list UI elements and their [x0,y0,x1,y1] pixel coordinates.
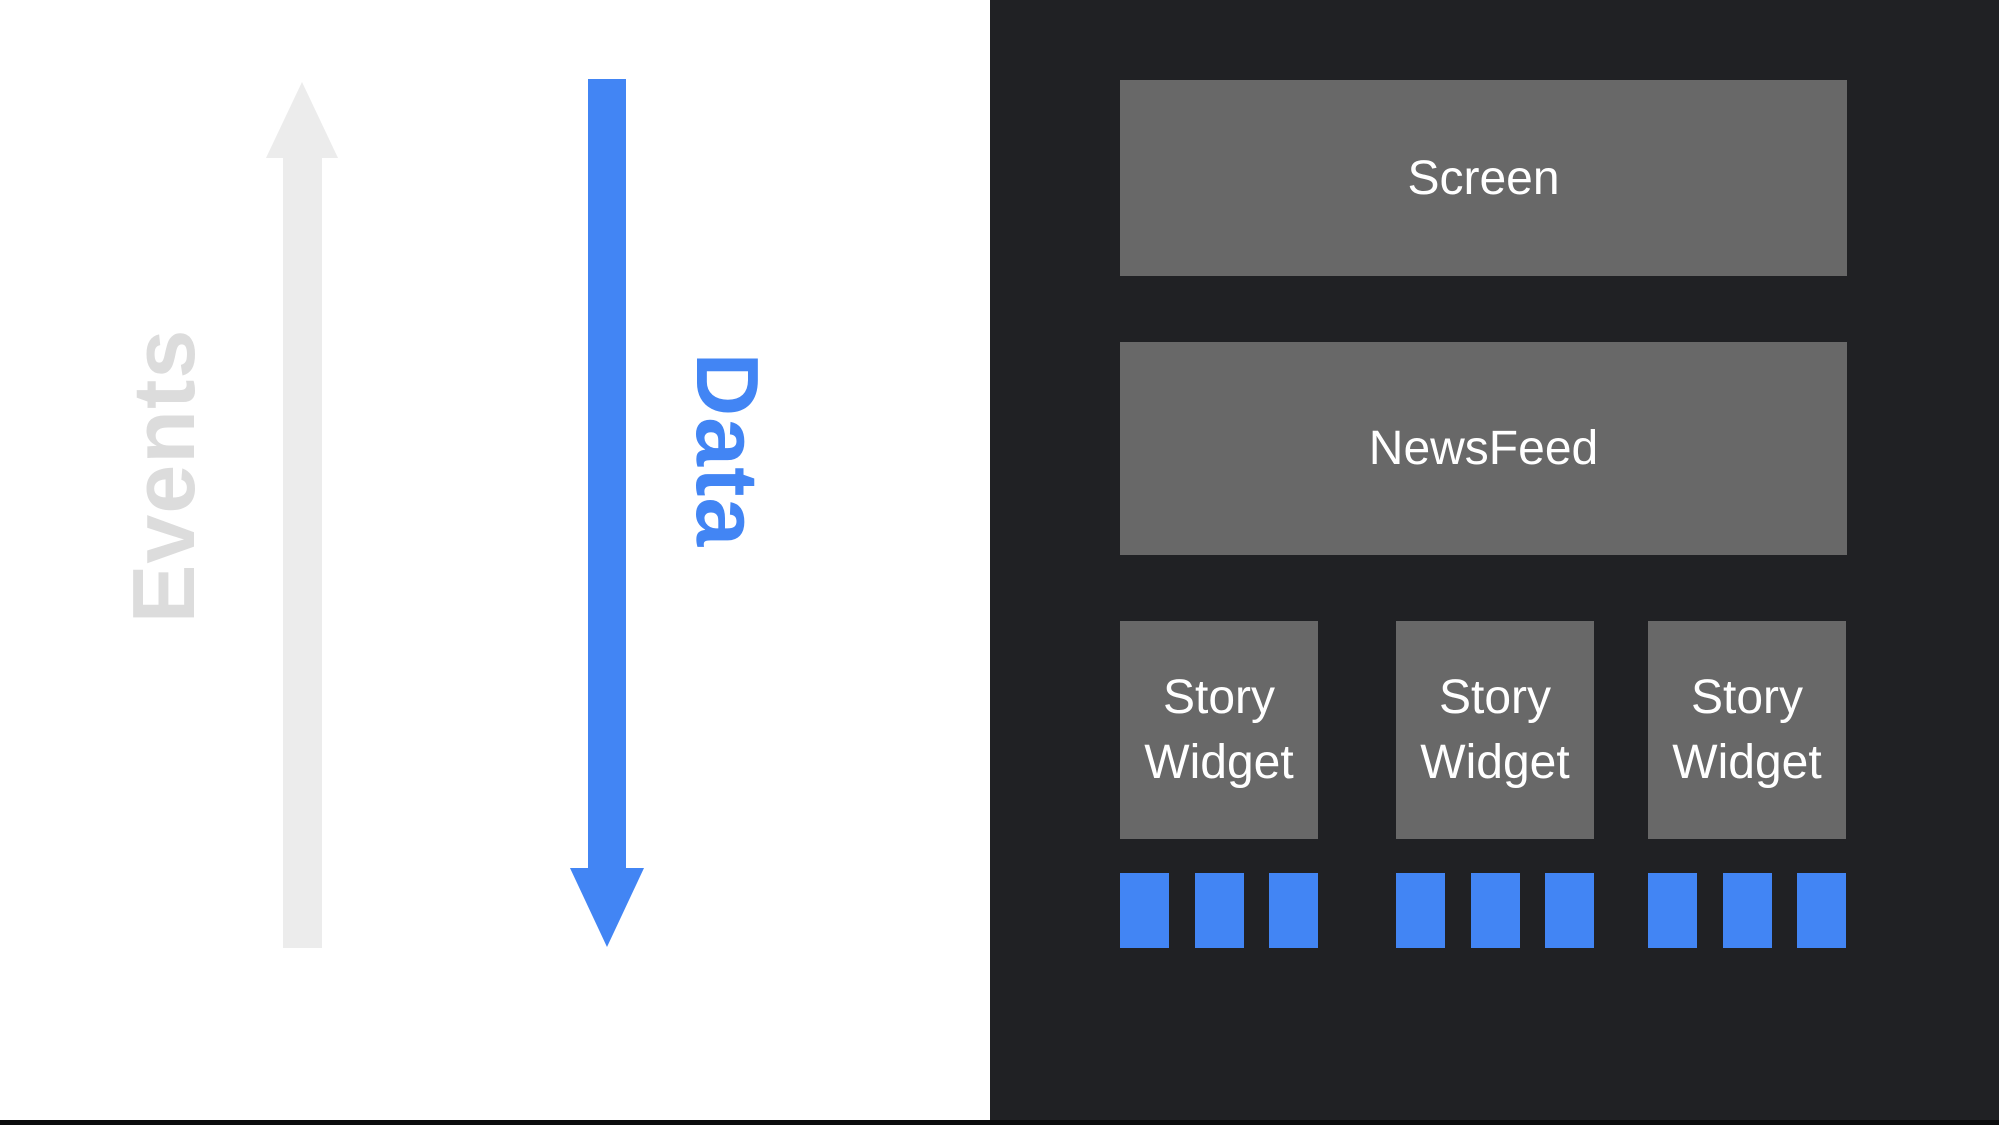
screen-box-label: Screen [1407,151,1560,205]
arrow-down-head-icon [570,868,644,947]
story-widget-box: Story Widget [1648,621,1846,839]
arrow-down-shaft [588,79,626,870]
story-widget-box: Story Widget [1120,621,1318,839]
story-item-block [1648,873,1697,948]
data-label: Data [678,352,777,548]
story-item-block [1396,873,1445,948]
story-item-block [1120,873,1169,948]
story-widget-box: Story Widget [1396,621,1594,839]
story-widget-label: Story Widget [1672,671,1822,789]
story-item-row [1648,873,1846,948]
story-item-block [1269,873,1318,948]
story-item-block [1797,873,1846,948]
story-item-row [1120,873,1318,948]
newsfeed-box: NewsFeed [1120,342,1847,555]
story-item-block [1722,873,1772,948]
events-label: Events [114,328,213,624]
story-widget-label: Story Widget [1144,671,1294,789]
newsfeed-box-label: NewsFeed [1368,422,1599,475]
events-up-arrow [266,82,339,948]
story-item-row [1396,873,1594,948]
story-item-block [1545,873,1594,948]
arrow-up-head-icon [266,82,338,158]
slide-bottom-edge [0,1120,1999,1125]
story-widget-label: Story Widget [1420,671,1570,789]
screen-box: Screen [1120,80,1847,276]
story-item-block [1194,873,1244,948]
data-down-arrow [570,79,644,947]
story-item-block [1470,873,1520,948]
arrow-up-shaft [283,156,322,948]
